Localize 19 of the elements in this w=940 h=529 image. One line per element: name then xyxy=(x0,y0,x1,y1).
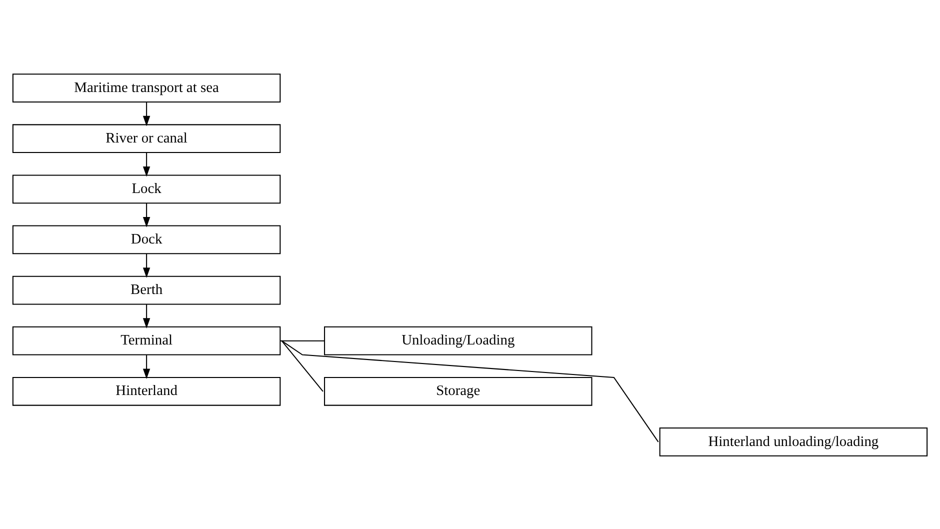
node-box: Berth xyxy=(12,275,281,304)
node-box: Hinterland unloading/loading xyxy=(659,427,928,456)
arrow xyxy=(142,304,150,328)
node-box: Storage xyxy=(324,376,592,406)
arrow xyxy=(142,254,150,278)
node-box: Dock xyxy=(12,224,281,254)
node-box: Hinterland xyxy=(12,376,281,406)
node-box: River or canal xyxy=(12,124,281,153)
node-box: Lock xyxy=(12,174,281,204)
arrow xyxy=(142,202,150,227)
node-box: Terminal xyxy=(12,326,281,355)
arrow xyxy=(142,102,150,126)
node-box: Unloading/Loading xyxy=(324,326,592,355)
connector xyxy=(280,340,325,341)
connector xyxy=(281,340,659,442)
node-box: Maritime transport at sea xyxy=(12,73,281,102)
connector xyxy=(281,340,324,392)
arrow xyxy=(142,152,150,176)
arrow xyxy=(142,354,150,379)
